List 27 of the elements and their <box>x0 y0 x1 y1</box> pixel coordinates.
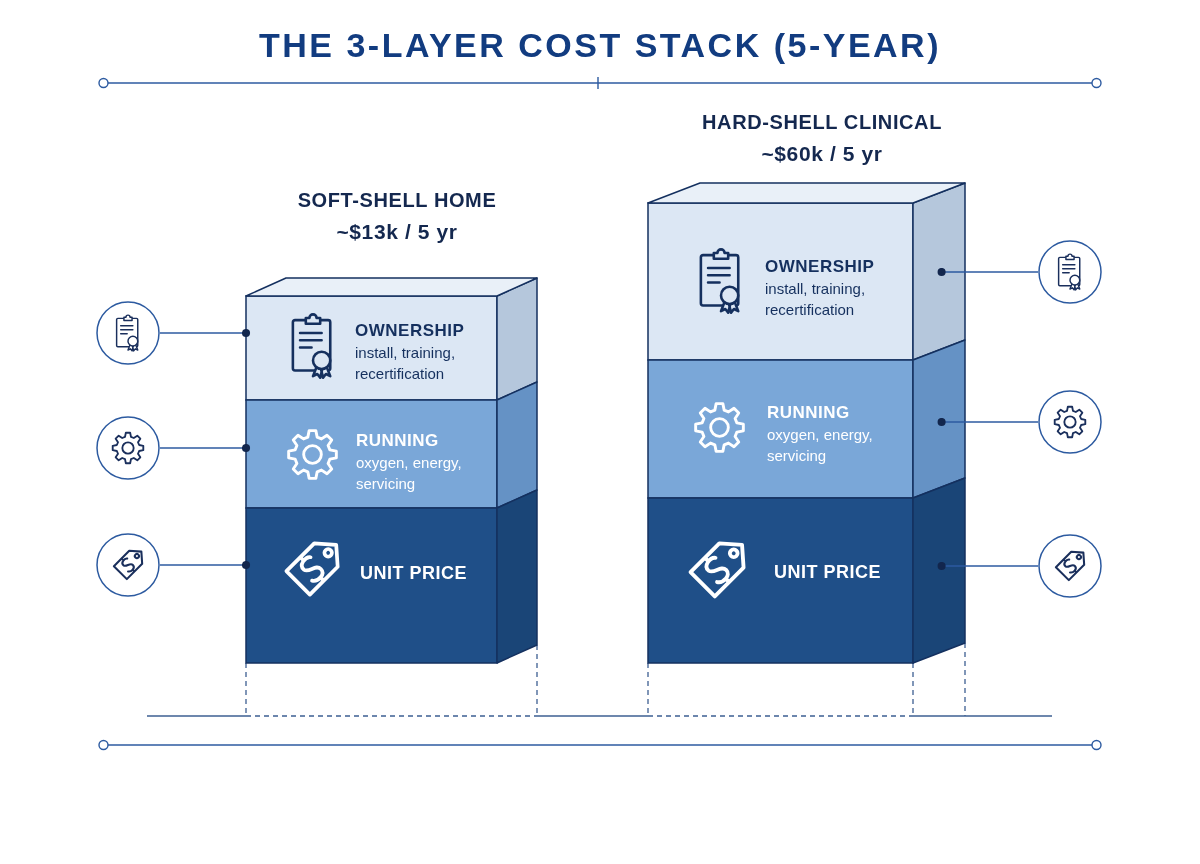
layer-description: oxygen, energy, servicing <box>356 453 463 494</box>
leader-line <box>159 443 251 453</box>
leader-line <box>937 561 1039 571</box>
layer-title: RUNNING <box>356 430 439 451</box>
layer-description: install, training, recertification <box>355 343 457 384</box>
leader-line <box>159 328 251 338</box>
clipboard-certificate-icon <box>96 301 160 365</box>
layer-title: OWNERSHIP <box>355 320 465 341</box>
layer-description: oxygen, energy, servicing <box>767 425 874 466</box>
layer-description: install, training, recertification <box>765 279 867 320</box>
price-tag-icon <box>96 533 160 597</box>
total-cost-label: ~$60k / 5 yr <box>761 142 883 166</box>
leader-line <box>937 267 1039 277</box>
layer-title: UNIT PRICE <box>774 562 881 583</box>
title: THE 3-LAYER COST STACK (5-YEAR) <box>259 25 941 66</box>
price-tag-icon <box>1038 534 1102 598</box>
stack-title: SOFT-SHELL HOME <box>297 188 497 212</box>
stack-title: HARD-SHELL CLINICAL <box>702 110 942 134</box>
leader-line <box>159 560 251 570</box>
layer-title: OWNERSHIP <box>765 256 875 277</box>
clipboard-certificate-icon <box>1038 240 1102 304</box>
total-cost-label: ~$13k / 5 yr <box>336 220 458 244</box>
gear-icon <box>96 416 160 480</box>
layer-title: RUNNING <box>767 402 850 423</box>
layer-title: UNIT PRICE <box>360 563 467 584</box>
gear-icon <box>1038 390 1102 454</box>
leader-line <box>937 417 1039 427</box>
